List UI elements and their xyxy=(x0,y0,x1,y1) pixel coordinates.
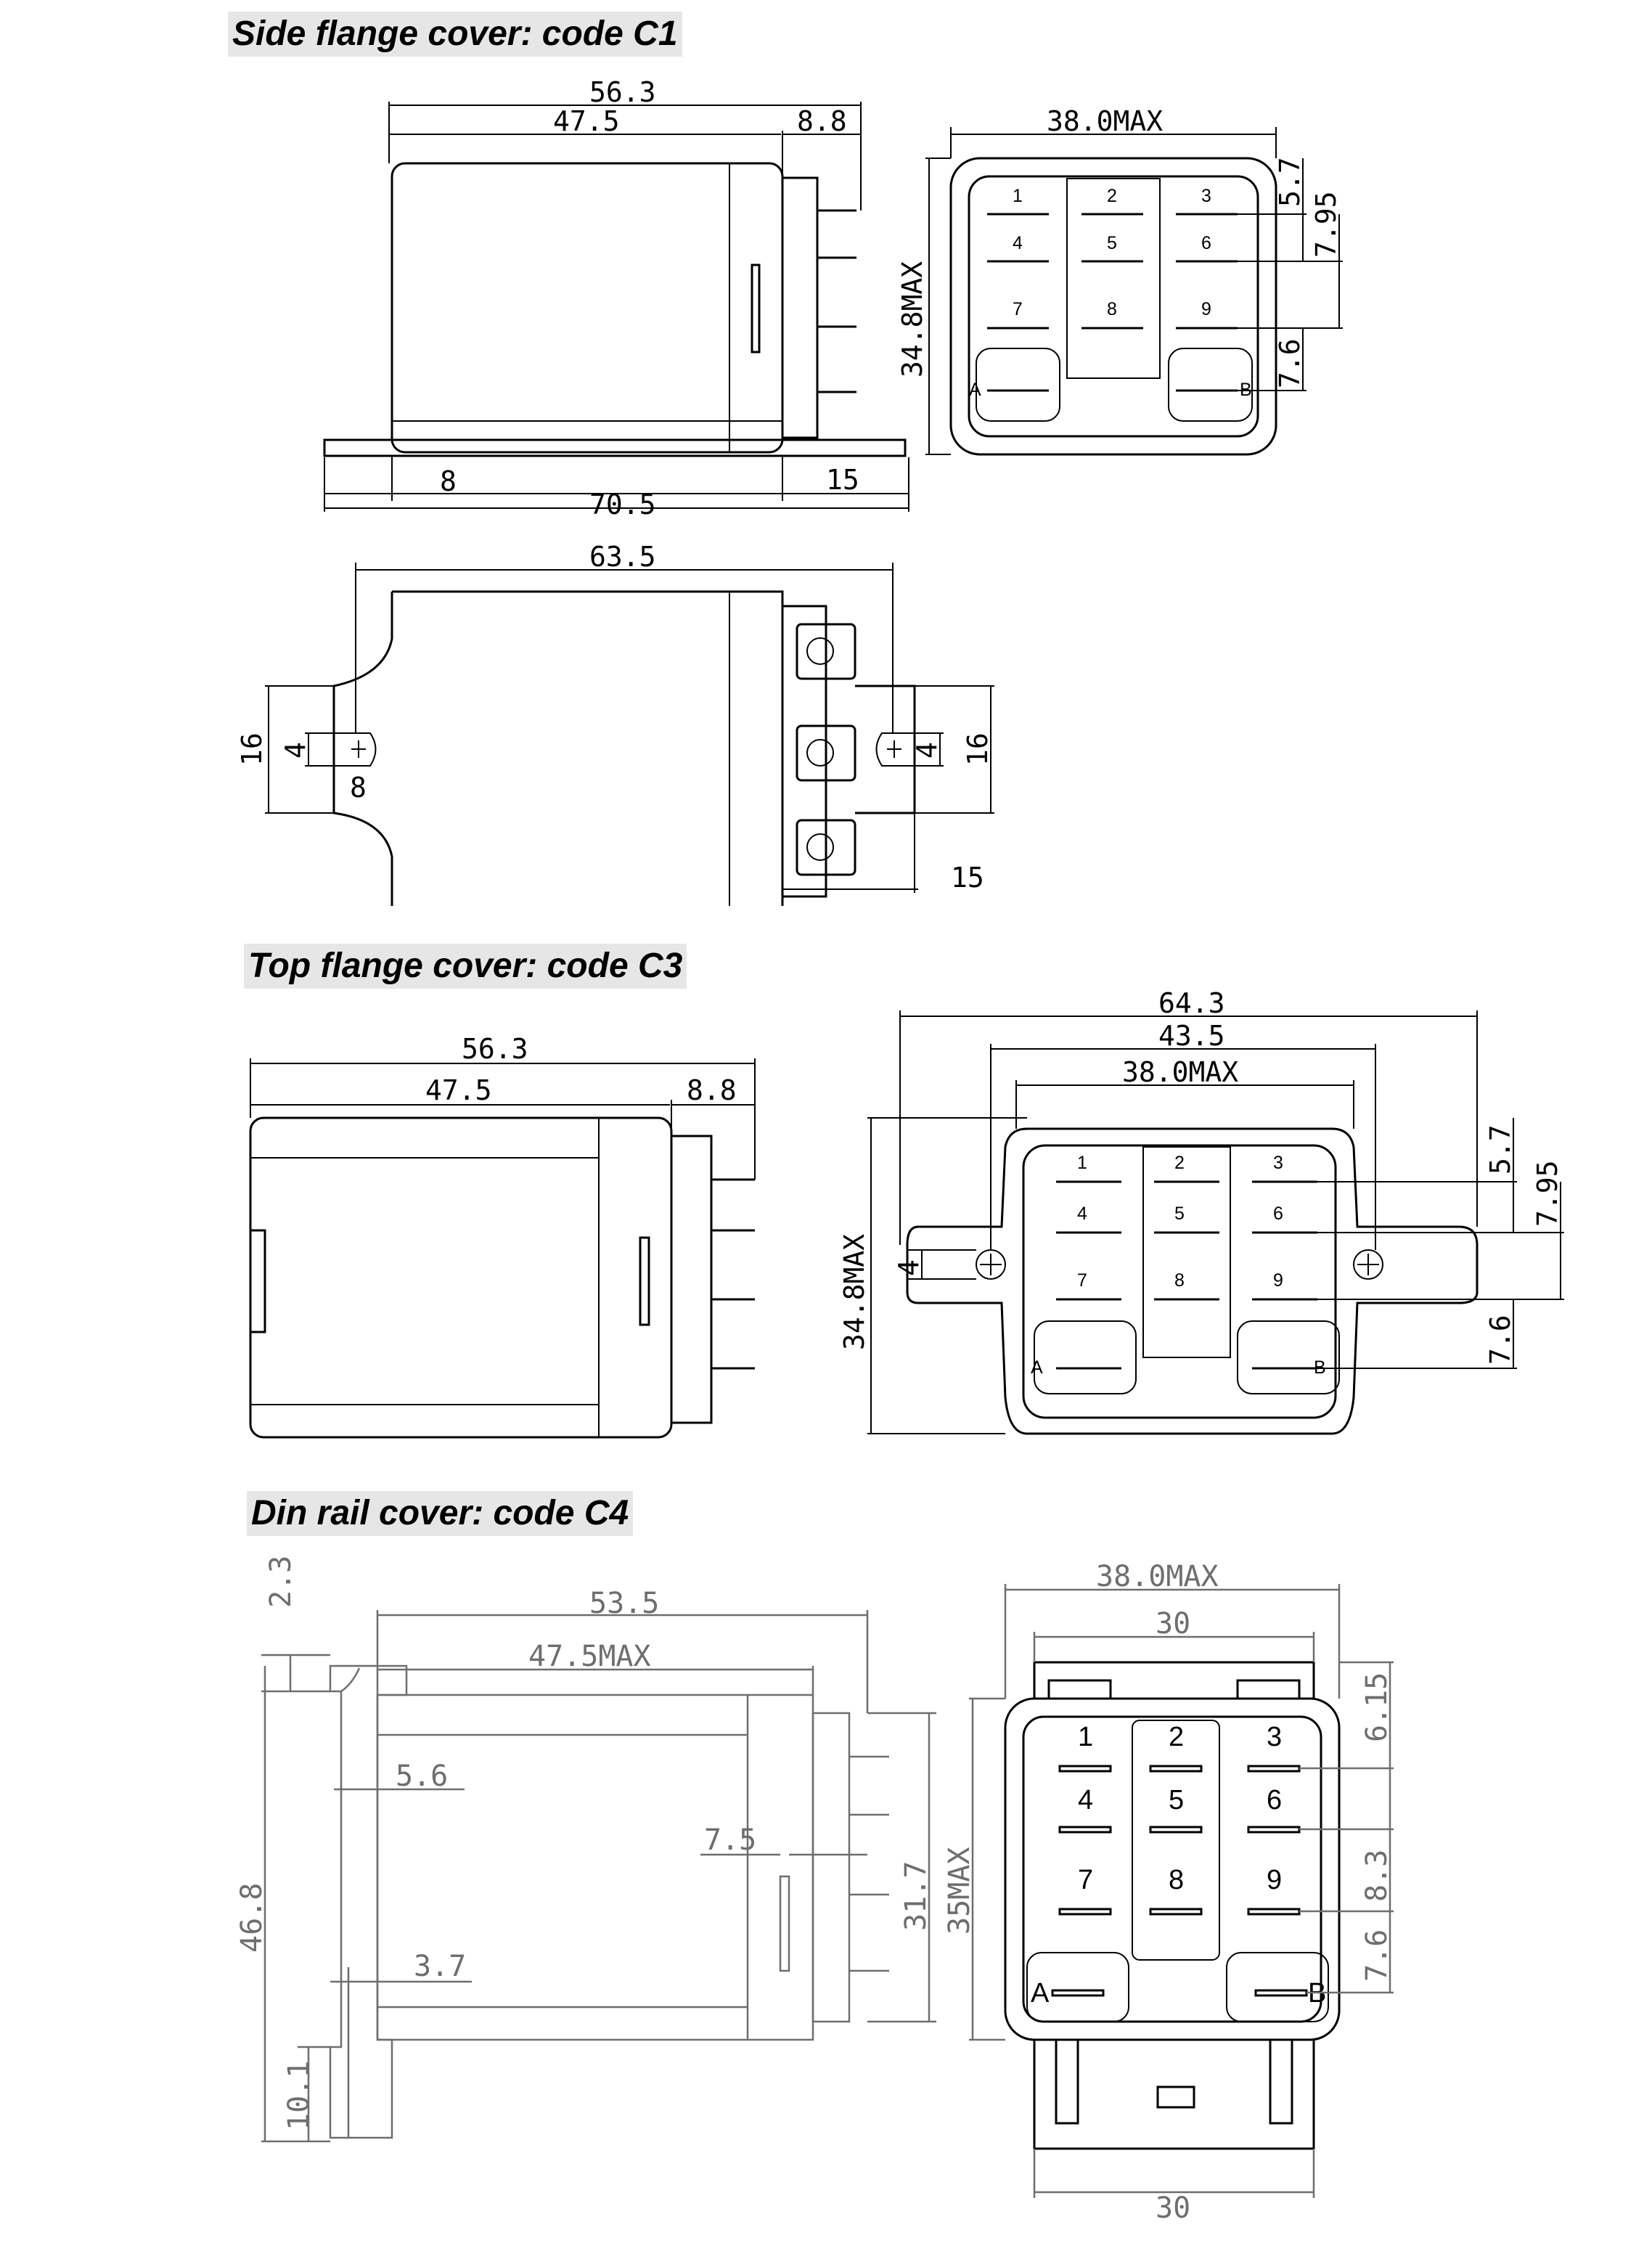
c1-pin-a: A xyxy=(969,380,981,400)
c1-front-dim-height: 34.8MAX xyxy=(896,261,928,377)
c1-pin-2: 2 xyxy=(1107,186,1117,206)
c3-front-dim-holes: 43.5 xyxy=(1158,1020,1225,1052)
section-title-c3: Top flange cover: code C3 xyxy=(244,944,687,989)
section-title-c4: Din rail cover: code C4 xyxy=(247,1491,634,1536)
c3-side-dim-total: 56.3 xyxy=(462,1033,528,1065)
c4-front-view: 1 2 3 4 5 6 7 8 9 A B xyxy=(943,1560,1394,2225)
c3-front-dim-overall: 64.3 xyxy=(1158,987,1225,1019)
c1-top-view: 63.5 16 4 8 4 16 15 xyxy=(236,541,994,906)
c1-top-dim-16-left: 16 xyxy=(236,732,268,766)
c1-side-dim-pin: 8.8 xyxy=(797,105,847,137)
c3-front-dim-7-6: 7.6 xyxy=(1484,1315,1516,1365)
c1-front-view: 1 2 3 4 5 6 7 8 9 A B 38.0MAX 34.8MAX 5.… xyxy=(896,105,1343,456)
c4-front-dim-30-top: 30 xyxy=(1156,1607,1190,1641)
c4-front-dim-width: 38.0MAX xyxy=(1096,1560,1219,1593)
c4-front-dim-8-3: 8.3 xyxy=(1360,1850,1394,1902)
c4-side-dim-46-8: 46.8 xyxy=(235,1883,269,1953)
c1-top-dim-4-right: 4 xyxy=(911,742,943,759)
c3-pin-4: 4 xyxy=(1077,1204,1087,1224)
c4-pin-7: 7 xyxy=(1078,1865,1093,1895)
c3-side-dim-body: 47.5 xyxy=(425,1074,492,1106)
c3-front-dim-height: 34.8MAX xyxy=(838,1234,870,1350)
c1-pin-8: 8 xyxy=(1107,299,1117,319)
c3-pin-5: 5 xyxy=(1174,1204,1185,1224)
c1-pin-4: 4 xyxy=(1013,233,1023,253)
c4-side-dim-2-3: 2.3 xyxy=(264,1556,298,1608)
c4-side-dim-10-1: 10.1 xyxy=(282,2061,316,2130)
c4-pin-a: A xyxy=(1031,1978,1050,2009)
c4-pin-5: 5 xyxy=(1169,1785,1184,1815)
c4-pin-4: 4 xyxy=(1078,1785,1093,1815)
c1-pin-5: 5 xyxy=(1107,233,1117,253)
c3-pin-7: 7 xyxy=(1077,1270,1087,1291)
c3-front-dim-width: 38.0MAX xyxy=(1122,1056,1238,1088)
c1-pin-1: 1 xyxy=(1013,186,1023,206)
c3-side-dim-pin: 8.8 xyxy=(687,1074,737,1106)
c4-side-dim-7-5: 7.5 xyxy=(704,1823,756,1857)
c4-pin-1: 1 xyxy=(1078,1722,1093,1752)
c4-front-dim-30-bottom: 30 xyxy=(1156,2191,1190,2225)
c4-side-dim-31-7: 31.7 xyxy=(899,1861,933,1931)
c3-front-dim-7-95: 7.95 xyxy=(1532,1160,1563,1227)
c3-pin-8: 8 xyxy=(1174,1270,1185,1291)
c3-pin-1: 1 xyxy=(1077,1153,1087,1173)
c1-top-dim-8: 8 xyxy=(350,772,367,804)
c3-front-dim-5-7: 5.7 xyxy=(1484,1124,1516,1174)
c3-pin-6: 6 xyxy=(1273,1204,1283,1224)
c4-pin-6: 6 xyxy=(1267,1785,1282,1815)
c4-pin-2: 2 xyxy=(1169,1722,1184,1752)
c1-front-dim-7-95: 7.95 xyxy=(1310,191,1342,258)
c4-pin-3: 3 xyxy=(1267,1722,1282,1752)
c4-front-dim-7-6: 7.6 xyxy=(1360,1929,1394,1982)
section-title-c1: Side flange cover: code C1 xyxy=(228,12,682,57)
c1-side-dim-flange-right: 15 xyxy=(826,464,859,496)
c4-front-dim-35max: 35MAX xyxy=(943,1847,976,1934)
c1-pin-9: 9 xyxy=(1201,299,1211,319)
c1-front-dim-5-7: 5.7 xyxy=(1274,157,1306,207)
c1-side-dim-flange-left: 8 xyxy=(440,465,457,497)
c1-top-dim-4-left: 4 xyxy=(279,742,311,759)
c4-pin-8: 8 xyxy=(1169,1865,1184,1895)
c1-top-dim-16-right: 16 xyxy=(962,732,994,766)
c3-pin-2: 2 xyxy=(1174,1153,1185,1173)
c1-front-dim-7-6: 7.6 xyxy=(1274,338,1306,388)
c3-front-dim-4: 4 xyxy=(893,1259,925,1276)
c4-side-dim-3-7: 3.7 xyxy=(414,1950,466,1983)
c1-top-dim-15: 15 xyxy=(951,862,984,894)
c1-side-dim-body: 47.5 xyxy=(553,105,620,137)
c1-pin-3: 3 xyxy=(1201,186,1211,206)
c4-front-dim-6-15: 6.15 xyxy=(1360,1672,1394,1742)
c3-pin-a: A xyxy=(1031,1357,1043,1378)
c3-front-view: 1 2 3 4 5 6 7 8 9 A B xyxy=(838,987,1564,1435)
c3-side-view: 56.3 47.5 8.8 xyxy=(249,1033,756,1439)
c4-side-dim-5-6: 5.6 xyxy=(396,1760,448,1793)
c1-pin-7: 7 xyxy=(1013,299,1023,319)
c3-pin-9: 9 xyxy=(1273,1270,1283,1291)
c4-side-dim-53-5: 53.5 xyxy=(589,1587,659,1620)
c1-pin-6: 6 xyxy=(1201,233,1211,253)
c1-top-dim-total: 63.5 xyxy=(589,541,656,573)
c1-side-dim-flange-total: 70.5 xyxy=(589,489,656,520)
c1-front-dim-width: 38.0MAX xyxy=(1047,105,1163,137)
c4-side-view: 2.3 53.5 47.5MAX 5.6 7.5 31.7 3.7 46.8 1… xyxy=(235,1556,936,2143)
c4-side-dim-47-5max: 47.5MAX xyxy=(528,1640,651,1673)
c3-pin-3: 3 xyxy=(1273,1153,1283,1173)
c4-pin-9: 9 xyxy=(1267,1865,1282,1895)
c1-side-view: 56.3 47.5 8.8 8 70.5 15 xyxy=(323,76,909,520)
c1-side-dim-total: 56.3 xyxy=(589,76,656,108)
